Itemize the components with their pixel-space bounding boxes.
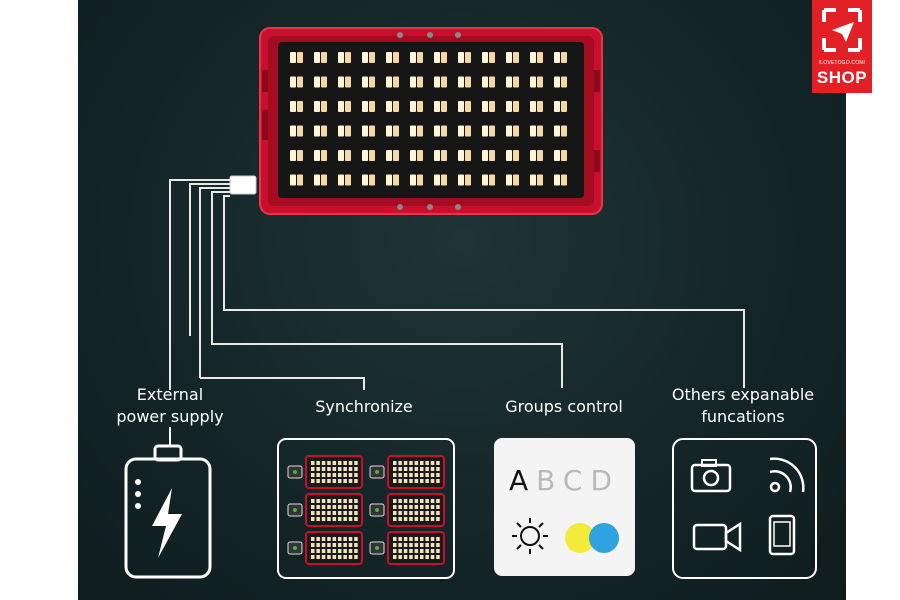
group-letter-c: C [562,464,591,497]
feature-label-line: power supply [116,407,224,426]
feature-label-groups-control: Groups control [494,396,634,418]
brightness-icon [512,518,548,554]
brand-logo[interactable]: ILOVETOGO.COM/ SHOP [812,0,872,93]
groups-control-symbols [512,518,619,554]
product-diagram-background [78,0,846,600]
group-letter-d: D [590,464,620,497]
feature-label-line: Groups control [505,397,623,416]
color-mix-icon [565,523,619,553]
feature-label-line: Synchronize [315,397,413,416]
feature-label-line: Others expanable [671,385,815,404]
frame-plane-icon [822,8,862,52]
group-letter-b: B [536,464,563,497]
feature-label-others-expandable: Others expanable funcations [660,384,826,428]
group-letters: ABCD [494,464,635,497]
feature-label-external-power: External power supply [110,384,230,428]
brand-shop-text: SHOP [816,68,868,87]
feature-label-line: External [136,385,204,404]
feature-label-synchronize: Synchronize [304,396,424,418]
groups-control-icon: ABCD [494,438,635,576]
brand-url: ILOVETOGO.COM/ [818,60,866,66]
group-letter-a: A [509,464,537,497]
feature-label-line: funcations [701,407,785,426]
